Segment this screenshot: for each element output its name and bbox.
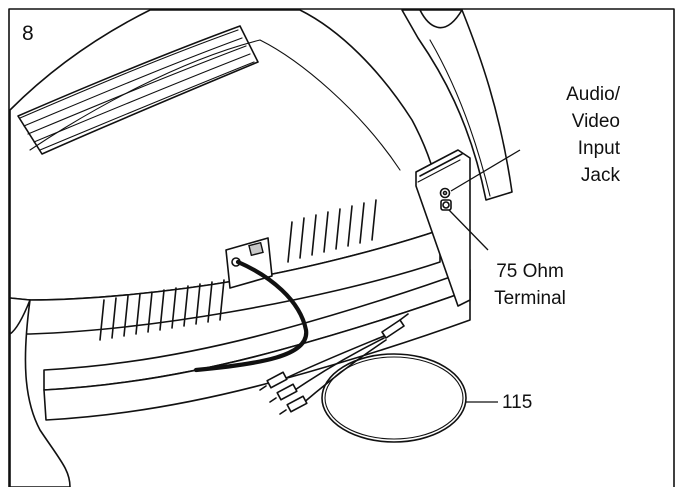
black-cable xyxy=(193,259,309,373)
label-cable-115: 115 xyxy=(502,392,532,413)
leader-ohm-terminal xyxy=(448,209,489,251)
right-upright-cap xyxy=(419,9,463,29)
top-vent xyxy=(17,25,259,155)
console-contour xyxy=(29,39,401,171)
svg-text:Input: Input xyxy=(578,138,621,159)
right-upright-edge xyxy=(429,39,491,197)
left-leg xyxy=(9,299,71,487)
figure-frame xyxy=(8,8,675,487)
svg-text:Terminal: Terminal xyxy=(494,288,566,309)
right-upright xyxy=(401,9,513,201)
label-ohm-terminal: 75 Ohm Terminal xyxy=(494,261,566,309)
av-input-jack xyxy=(439,187,451,199)
front-vents xyxy=(99,199,377,341)
ohm-terminal xyxy=(440,199,452,211)
leader-av-jack xyxy=(450,149,521,192)
svg-text:Jack: Jack xyxy=(581,165,621,186)
step-number: 8 xyxy=(22,22,34,45)
svg-text:75 Ohm: 75 Ohm xyxy=(496,261,564,282)
crossbar xyxy=(415,149,471,307)
label-av-jack: Audio/ Video Input Jack xyxy=(566,84,621,186)
svg-text:Video: Video xyxy=(572,111,620,132)
av-cable-115 xyxy=(259,313,467,443)
svg-text:Audio/: Audio/ xyxy=(566,84,621,105)
console-front-band xyxy=(9,229,441,335)
